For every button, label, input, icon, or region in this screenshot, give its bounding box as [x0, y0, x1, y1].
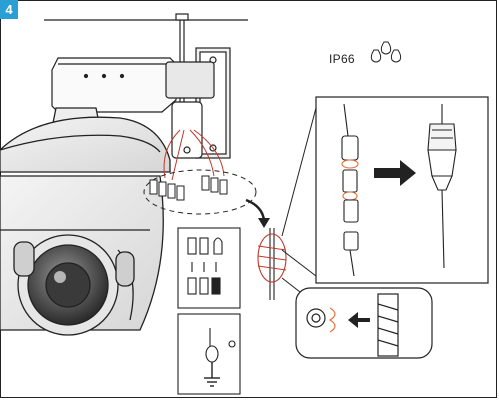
connector-before [341, 103, 359, 277]
wrapped-bundle [257, 228, 287, 300]
arrow-left-icon [348, 312, 370, 328]
water-drop-icon [370, 41, 402, 63]
tape-detail-box [295, 287, 433, 359]
dome-camera [0, 107, 171, 336]
wall-bracket [51, 47, 231, 159]
waterproof-detail-box [315, 96, 489, 284]
connector-legend-box [177, 227, 241, 309]
curved-arrow-head [258, 218, 270, 228]
cable-bundle [163, 129, 225, 181]
connector-after [427, 104, 457, 269]
leader-lines [281, 107, 317, 293]
junction-box [171, 101, 203, 159]
ip-rating-label: IP66 [329, 52, 355, 66]
connector-cluster-left [149, 179, 185, 201]
curved-arrow-icon [245, 198, 266, 221]
ground-symbol-icon [204, 362, 220, 387]
highlight-ellipse [143, 169, 257, 215]
connector-cluster-right [201, 175, 228, 195]
arrow-right-icon [374, 160, 416, 186]
step-number-badge: 4 [0, 0, 18, 19]
